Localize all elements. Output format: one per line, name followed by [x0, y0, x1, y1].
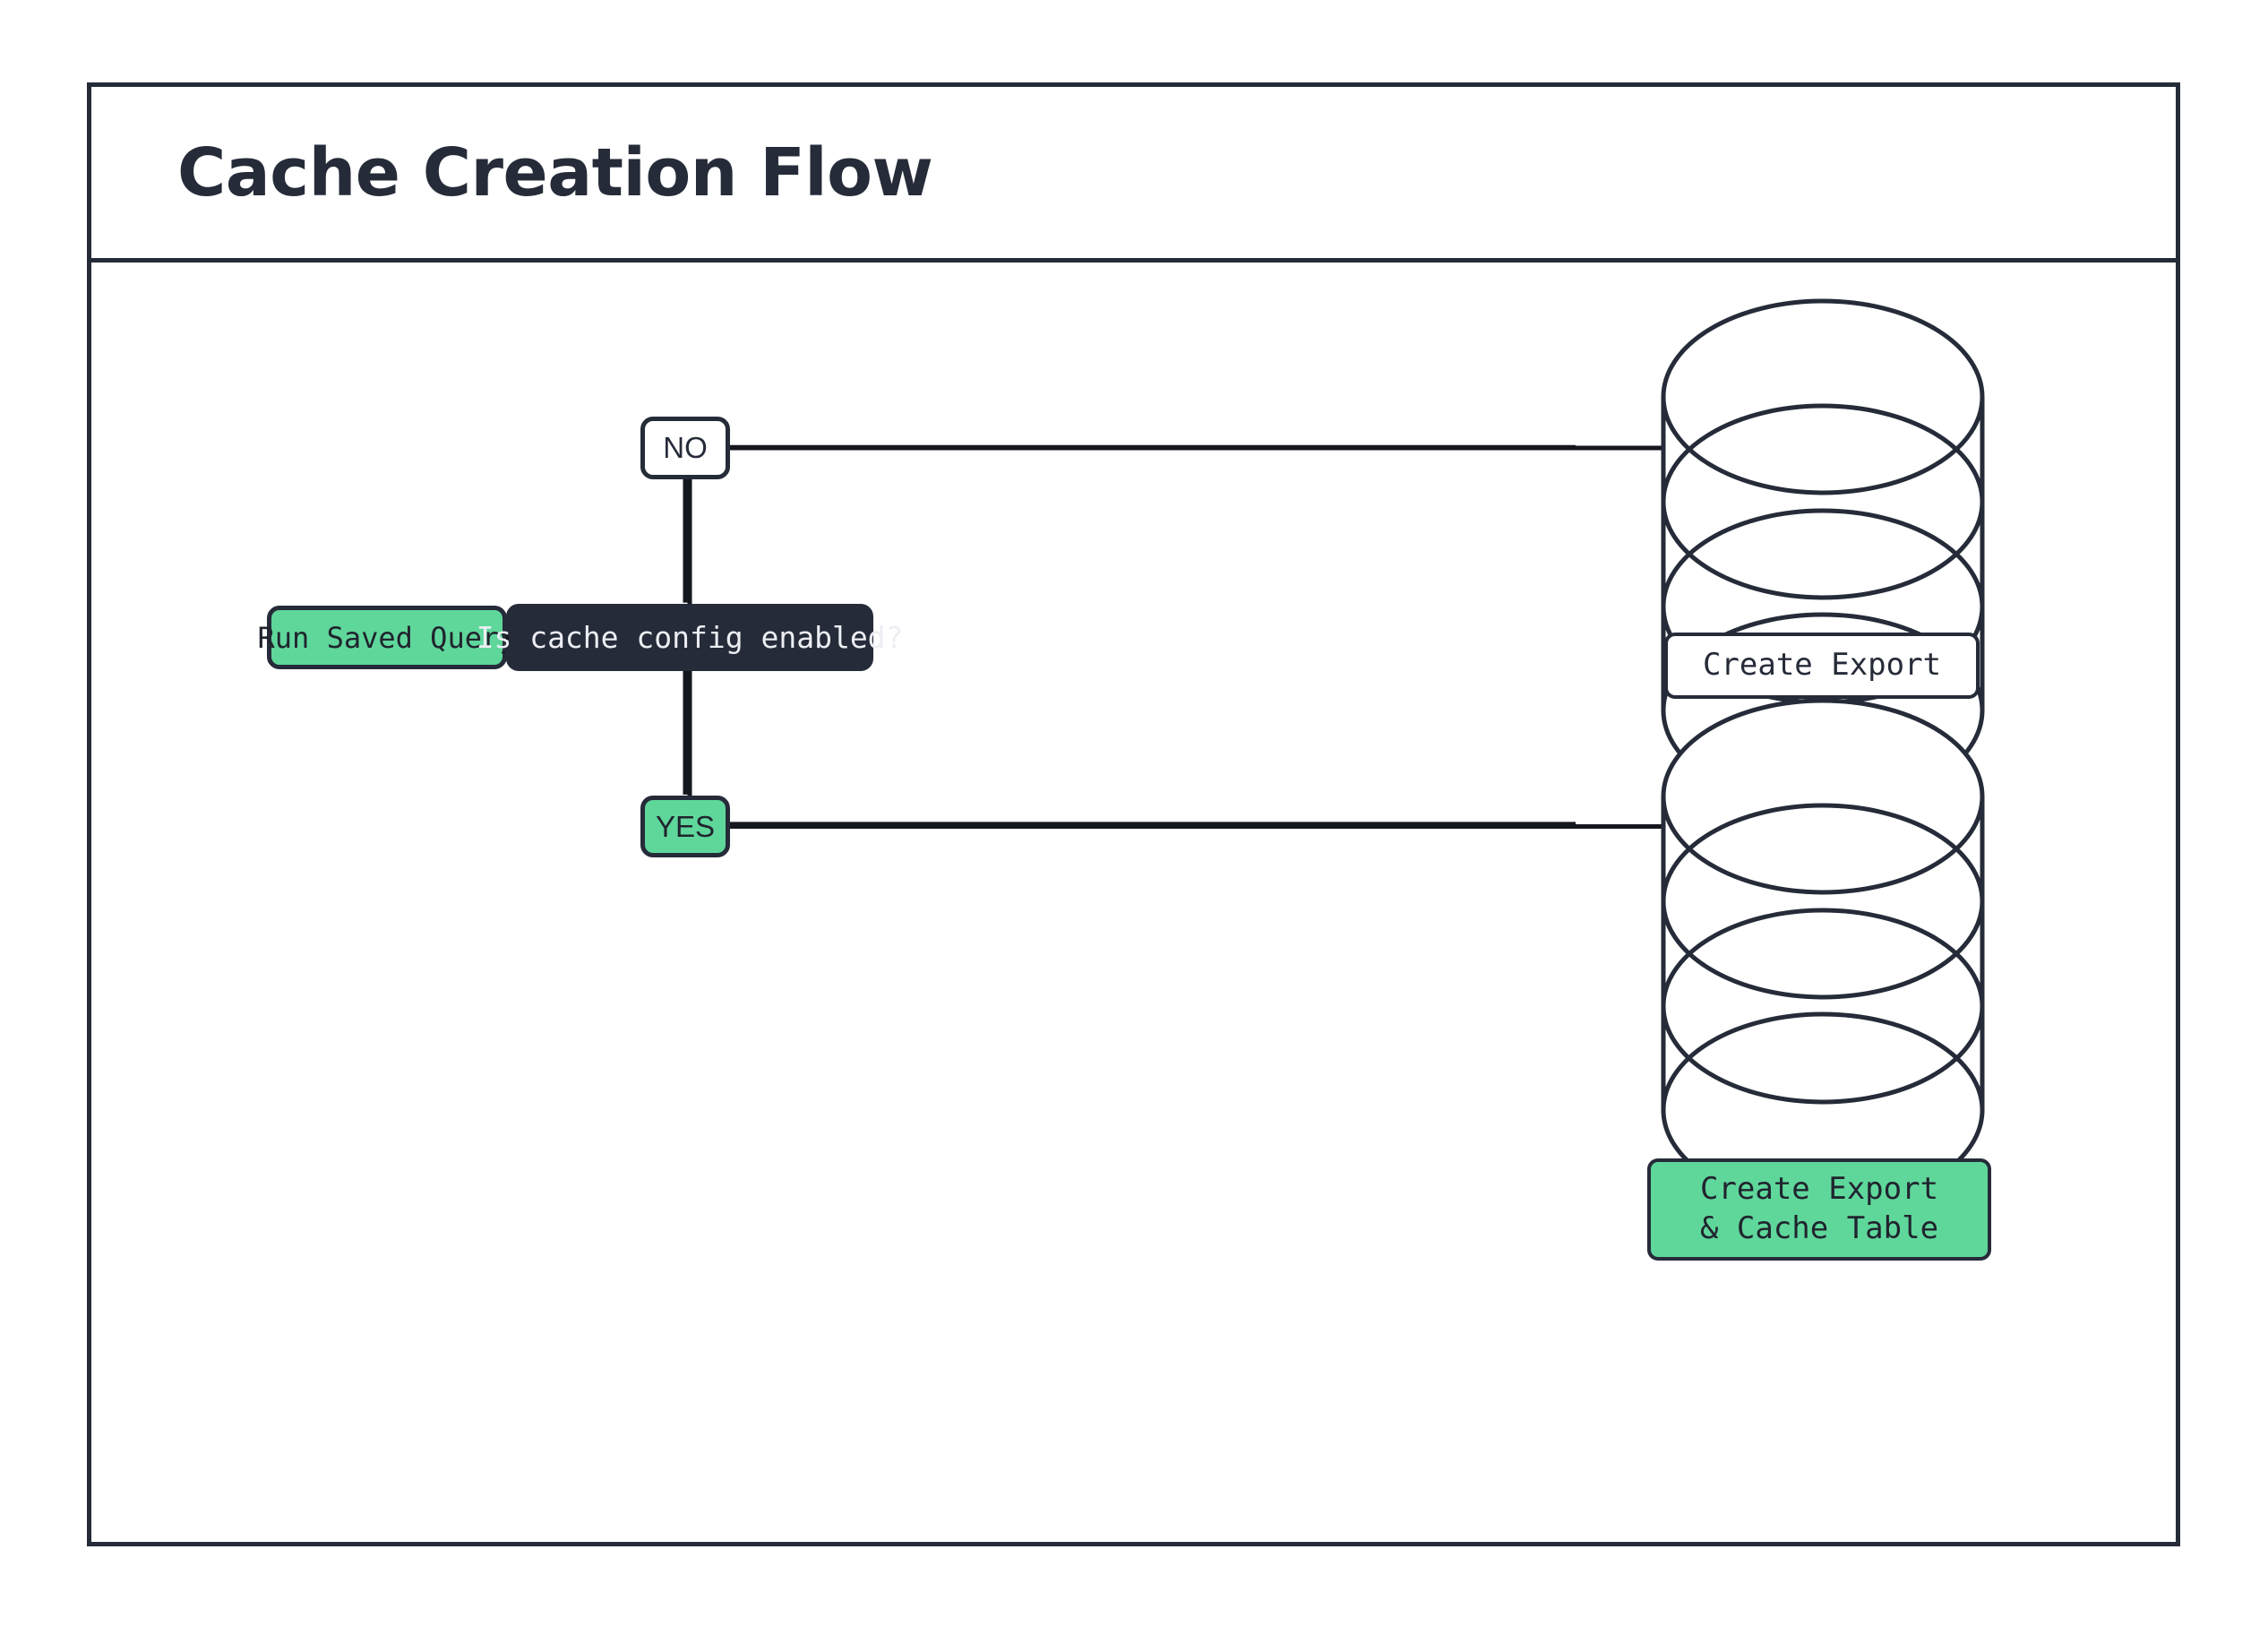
node-decision-cache-config[interactable]: Is cache config enabled?	[477, 604, 903, 671]
database-label-create-export[interactable]: Create Export	[1664, 633, 1980, 699]
database-label-create-export-cache-text: Create Export & Cache Table	[1699, 1171, 1939, 1246]
node-branch-no-label: NO	[663, 431, 708, 464]
node-branch-no[interactable]: NO	[640, 417, 730, 479]
page-title: Cache Creation Flow	[177, 133, 933, 211]
node-branch-yes-label: YES	[655, 809, 716, 843]
node-run-saved-query[interactable]: Run Saved Query	[258, 606, 517, 669]
node-run-saved-query-label: Run Saved Query	[257, 620, 517, 655]
database-cylinder-cache-shape	[1661, 698, 1985, 1209]
diagram-frame: Cache Creation Flow	[87, 82, 2180, 1546]
diagram-canvas: Create Export Create Export & Cache T	[91, 263, 2176, 1542]
node-branch-yes[interactable]: YES	[640, 796, 730, 857]
database-label-create-export-cache[interactable]: Create Export & Cache Table	[1647, 1158, 1991, 1261]
node-decision-label: Is cache config enabled?	[476, 620, 904, 655]
database-label-create-export-text: Create Export	[1702, 647, 1942, 684]
database-cylinder-cache[interactable]	[1572, 640, 2074, 1267]
edge-run-query-decision-bar	[506, 635, 509, 640]
diagram-title-bar: Cache Creation Flow	[91, 87, 2176, 263]
